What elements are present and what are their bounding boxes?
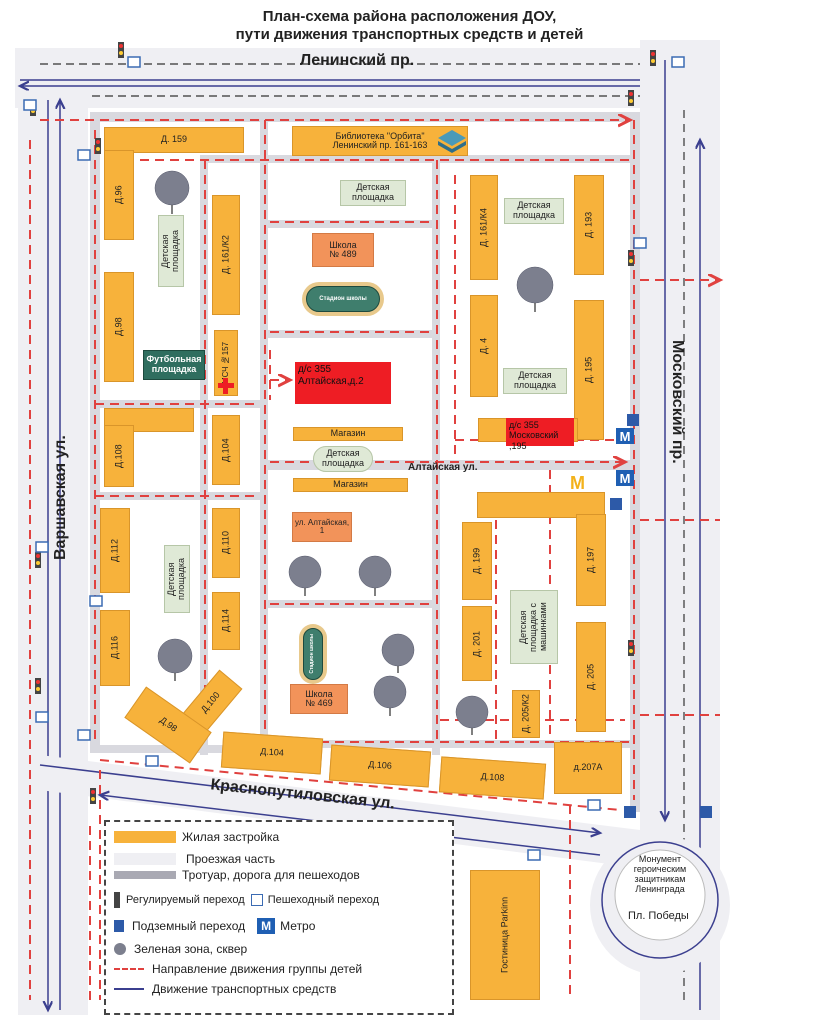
legend-pedestrian-label: Пешеходный переход (267, 894, 380, 906)
pobedy-roundabout (590, 835, 730, 975)
map-title-line1: План-схема района расположения ДОУ, (262, 8, 557, 25)
traffic-light-icons (30, 42, 656, 804)
legend-regulated-label: Регулируемый переход (126, 894, 245, 906)
legend-roadway-swatch (114, 853, 176, 865)
playground-3: Детская площадка (504, 198, 564, 224)
legend-vehicles-label: Движение транспортных средств (152, 982, 337, 996)
underground-crossing-icons (610, 414, 712, 818)
building-d159: Д. 159 (104, 127, 244, 153)
playground-4: Детская площадка (503, 368, 567, 394)
solid-arrow-icon (114, 988, 144, 990)
tree-icon (114, 943, 126, 955)
tree-icon (381, 633, 415, 667)
building-d207a: д.207А (554, 742, 622, 794)
tree-icon (157, 638, 193, 674)
monument-line2: героическим (633, 863, 687, 874)
tree-icon (154, 170, 190, 206)
legend-underground-label: Подземный переход (132, 919, 246, 933)
legend-children-path: Направление движения группы детей (114, 962, 362, 976)
legend-residential-label: Жилая застройка (182, 830, 280, 844)
school-469: Школа № 469 (290, 684, 348, 714)
kindergarten-355-altaiskaya: д/с 355 Алтайская,д.2 (295, 362, 391, 404)
dashed-arrow-icon (114, 968, 144, 970)
crossing-sign-icon (250, 894, 263, 906)
kindergarten-2-address: Московский ,195 (509, 430, 559, 451)
metro-icon: M (616, 470, 634, 486)
library-orbita: Библиотека "Орбита" Ленинский пр. 161-16… (292, 126, 468, 156)
legend-residential-swatch (114, 831, 176, 843)
street-moskovsky: Московский пр. (669, 340, 686, 464)
shop-2: Магазин (293, 478, 408, 492)
monument-line1: Монумент (638, 854, 682, 864)
library-name: Библиотека "Орбита" (335, 130, 425, 141)
kindergarten-1-name: д/с 355 (298, 364, 332, 375)
tree-icon (516, 266, 554, 304)
tree-icon (373, 675, 407, 709)
map-legend: Жилая застройка Проезжая часть Тротуар, … (104, 820, 454, 1015)
school-469-number: № 469 (305, 698, 333, 708)
map-title-line2: пути движения транспортных средств и дет… (235, 26, 584, 43)
legend-vehicles: Движение транспортных средств (114, 982, 336, 996)
kindergarten-1-address: Алтайская,д.2 (298, 375, 364, 387)
legend-roadway-label: Проезжая часть (186, 852, 276, 866)
building-d197-top (477, 492, 605, 518)
playground-2: Детская площадка (340, 180, 406, 206)
stadium-top: Стадион школы (306, 286, 380, 312)
crossing-sign-icons (23, 56, 685, 861)
legend-children-label: Направление движения группы детей (152, 962, 363, 976)
legend-metro-label: Метро (280, 919, 316, 933)
street-leninsky: Ленинский пр. (300, 52, 415, 69)
kindergarten-2-name: д/с 355 (509, 420, 539, 430)
library-book-icon (438, 130, 466, 153)
building-altaiskaya1: ул. Алтайская, 1 (292, 512, 352, 542)
legend-roadway: Проезжая часть (114, 852, 275, 866)
school-489: Школа № 489 (312, 233, 374, 267)
legend-sidewalk: Тротуар, дорога для пешеходов (114, 868, 360, 882)
legend-underground-metro: Подземный переход M Метро (114, 918, 315, 934)
underground-crossing-icon (114, 920, 124, 932)
tree-icon (358, 555, 392, 589)
library-address: Ленинский пр. 161-163 (332, 140, 428, 150)
school-469-label: Школа (305, 688, 333, 699)
shop-1: Магазин (293, 427, 403, 441)
tree-icon (455, 695, 489, 729)
medical-cross-icon (218, 378, 234, 394)
kindergarten-355-moskovsky: д/с 355 Московский ,195 (506, 418, 574, 451)
metro-icon: M (257, 918, 276, 934)
monument-line4: Ленинграда (635, 883, 685, 894)
stadium-bottom: Стадион школы (303, 628, 323, 680)
playground-5: Детская площадка (313, 446, 373, 472)
legend-crossings: Регулируемый переход Пешеходный переход (114, 892, 379, 908)
traffic-light-icon (114, 892, 120, 908)
legend-green-label: Зеленая зона, сквер (134, 942, 248, 956)
legend-sidewalk-label: Тротуар, дорога для пешеходов (182, 868, 360, 882)
tree-icon (288, 555, 322, 589)
school-489-number: № 489 (329, 249, 357, 259)
pobedy-square-label: Пл. Победы (628, 910, 689, 922)
monument-label: Монумент героическим защитникам Ленингра… (620, 854, 700, 895)
mcdonalds-icon: M (570, 473, 585, 493)
metro-icon: M (616, 428, 634, 444)
street-altaiskaya: Алтайская ул. (408, 462, 478, 473)
school-489-label: Школа (329, 239, 357, 250)
legend-green: Зеленая зона, сквер (114, 942, 247, 956)
football-field: Футбольная площадка (143, 350, 205, 380)
legend-sidewalk-swatch (114, 871, 176, 879)
monument-line3: защитникам (634, 873, 686, 884)
legend-residential: Жилая застройка (114, 830, 279, 844)
